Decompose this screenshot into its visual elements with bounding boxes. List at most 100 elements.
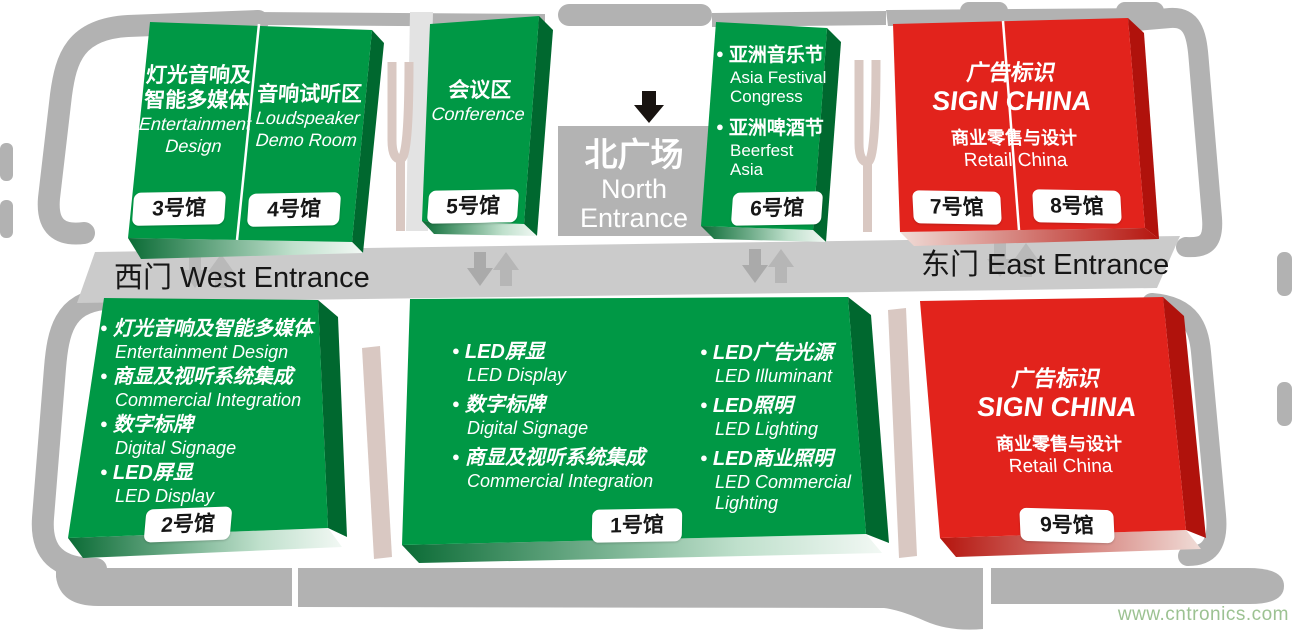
outline-bracket-top-left xyxy=(37,10,269,245)
beige-fork-dividers xyxy=(387,59,881,232)
bullet-icon: ● xyxy=(100,416,108,431)
hall-4-text: 音响试听区 Loudspeaker Demo Room xyxy=(248,82,369,151)
hall-5-title-en: Conference xyxy=(430,104,526,124)
hall-7-8-slab xyxy=(893,18,1159,246)
hall-2-item-1-zh: 灯光音响及智能多媒体 xyxy=(112,318,313,340)
hall-1-left-item-1-en: LED Display xyxy=(467,365,567,385)
hall-1-bottom-face xyxy=(402,534,882,563)
north-entrance-en-line1: North xyxy=(600,174,668,204)
hall-2-item-1-en: Entertainment Design xyxy=(115,342,289,362)
hall-7-8-bottom-face xyxy=(900,228,1159,246)
hall-1-side-face xyxy=(848,297,889,543)
hall-9-bottom-face xyxy=(940,530,1201,557)
hall-1-front-face xyxy=(402,297,866,545)
hall-2-front-face xyxy=(68,298,328,538)
hall-3-title-en-1: Entertainment xyxy=(138,114,252,134)
building-outline-brackets xyxy=(31,8,1227,580)
hall-1-text-left: ● LED屏显 LED Display ● 数字标牌 Digital Signage… xyxy=(452,341,660,495)
outline-left-stub-2 xyxy=(0,200,13,238)
hall-2-item-3: ●数字标牌 Digital Signage xyxy=(100,414,358,459)
sign-china-zh: 广告标识 xyxy=(964,60,1055,85)
fork-divider-left xyxy=(387,61,414,231)
building-outline xyxy=(0,2,1292,426)
hall-9-badge: 9号馆 xyxy=(1019,507,1115,544)
hall-6-item-2-zh: 亚洲啤酒节 xyxy=(728,118,824,139)
bullet-icon: ● xyxy=(452,449,460,464)
hall-2-bottom-face xyxy=(68,528,342,558)
hall-6-badge: 6号馆 xyxy=(730,191,824,226)
retail-china-zh: 商业零售与设计 xyxy=(950,128,1078,148)
hall-6-item-2-en-2: Asia xyxy=(730,160,764,179)
bottom-band-left xyxy=(56,568,292,606)
corridor-arrows xyxy=(182,243,1039,288)
hall-1-left-item-1: ● LED屏显 LED Display xyxy=(452,341,660,386)
hall-1-right-item-3: ● LED商业照明 LED Commercial Lighting xyxy=(700,448,886,514)
hall-2-item-4: ●LED屏显 LED Display xyxy=(100,462,358,507)
sign-china-en: SIGN CHINA xyxy=(975,392,1137,422)
hall-4-title-en-1: Loudspeaker xyxy=(255,108,361,128)
hall-1-left-item-2-en: Digital Signage xyxy=(467,418,589,438)
north-entrance-en-line2: Entrance xyxy=(579,203,689,233)
hall-8-badge: 8号馆 xyxy=(1032,189,1122,224)
hall-5-slab xyxy=(422,16,553,236)
up-arrow-icon xyxy=(768,249,794,283)
bullet-icon: ● xyxy=(700,450,708,465)
ghost-arrows-west xyxy=(182,254,234,288)
hall-2-item-1: ●灯光音响及智能多媒体 Entertainment Design xyxy=(100,318,358,363)
hall-3-text: 灯光音响及 智能多媒体 Entertainment Design xyxy=(135,63,258,157)
hall-4-badge: 4号馆 xyxy=(246,192,342,227)
hall-2-item-2-zh: 商显及视听系统集成 xyxy=(112,366,293,388)
hall-2-slab xyxy=(68,298,347,558)
outline-top-strip-mid xyxy=(712,11,886,27)
sign-china-zh: 广告标识 xyxy=(1009,366,1100,391)
down-arrow-icon xyxy=(987,243,1013,277)
hall-2-item-4-zh: LED屏显 xyxy=(112,462,193,484)
hall-5-bottom-face xyxy=(422,221,537,236)
outline-bracket-top-right xyxy=(1126,8,1223,258)
hall-1-right-item-3-en: LED Commercial Lighting xyxy=(715,472,852,513)
hall-6-side-face xyxy=(813,28,841,242)
retail-china-en: Retail China xyxy=(963,150,1069,171)
hall-9-side-face xyxy=(1163,297,1206,538)
hall-1-badge: 1号馆 xyxy=(591,508,683,543)
hall-1-slab xyxy=(402,297,889,563)
hall-2-side-face xyxy=(318,300,347,537)
bullet-icon: ● xyxy=(700,397,708,412)
hall-1-right-item-1-en: LED Illuminant xyxy=(715,366,833,386)
fork-divider-right xyxy=(854,59,881,232)
hall-1-right-item-2: ●LED照明 LED Lighting xyxy=(700,395,886,440)
hall-6-item-1-en-1: Asia Festival xyxy=(730,68,827,87)
hall-3-title-en-2: Design xyxy=(164,136,223,156)
hall-6-item-2-en-1: Beerfest xyxy=(730,141,794,160)
outline-bracket-bottom-left xyxy=(31,288,115,580)
north-entrance-block xyxy=(558,126,711,236)
hall-1-left-item-2-zh: 数字标牌 xyxy=(464,394,545,416)
down-arrow-icon xyxy=(467,252,493,286)
down-arrow-icon xyxy=(742,249,768,283)
bullet-icon: ● xyxy=(716,119,724,134)
down-arrow-icon xyxy=(182,254,208,288)
outline-right-stub-2 xyxy=(1277,382,1292,426)
hall-3-badge: 3号馆 xyxy=(131,191,227,226)
east-entrance-label: 东门 East Entrance xyxy=(921,249,1170,281)
hall-7-badge: 7号馆 xyxy=(912,190,1002,225)
outline-top-tab-7 xyxy=(960,2,1008,20)
hall-6-item-1: ●亚洲音乐节 Asia Festival Congress xyxy=(716,45,841,106)
north-entrance-arrow-icon xyxy=(634,91,664,123)
hall-1-left-item-1-zh: LED屏显 xyxy=(464,341,545,363)
hall-1-right-item-3-zh: LED商业照明 xyxy=(712,448,833,470)
hall-5-text: 会议区 Conference xyxy=(422,78,535,125)
hall-9-front-face xyxy=(920,297,1186,538)
hall-6-slab xyxy=(701,22,841,242)
hall-4-title-en-2: Demo Room xyxy=(255,130,358,150)
beige-strip-hall1-hall9 xyxy=(888,308,917,558)
hall-3-4-front-face xyxy=(128,22,372,242)
bullet-icon: ● xyxy=(452,343,460,358)
ghost-arrows-east xyxy=(987,243,1039,277)
outline-right-stub-1 xyxy=(1277,252,1292,296)
hall-7-8-divider xyxy=(1001,20,1021,231)
hall-5-badge: 5号馆 xyxy=(426,189,520,224)
hall-6-item-1-zh: 亚洲音乐节 xyxy=(728,45,824,66)
hall-3-4-bottom-face xyxy=(128,238,363,259)
bullet-icon: ● xyxy=(100,368,108,383)
